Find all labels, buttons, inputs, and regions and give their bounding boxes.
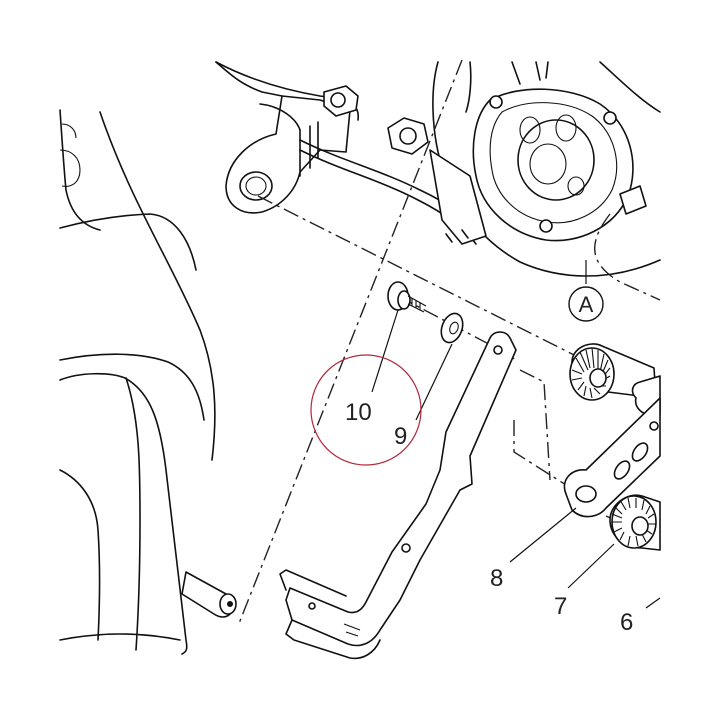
part-label-8: 8 [490,565,503,592]
upper-gear-with-shaft [569,343,661,415]
part-label-9: 9 [394,423,407,450]
left-housing-outline [59,109,237,655]
part-7-lower-gear [609,494,661,551]
bracket-plate [279,331,517,660]
part-9-washer [440,312,464,344]
rotary-dial-assembly [387,61,661,277]
callout-a: A [568,286,604,322]
part-8-link-arm [563,397,661,518]
red-circle-highlight [310,354,422,466]
callout-a-label: A [579,292,594,317]
part-label-10: 10 [345,399,372,426]
part-10-screw [387,281,427,313]
part-label-7: 7 [554,593,567,620]
part-label-6: 6 [620,609,633,636]
leader-lines [371,260,661,609]
